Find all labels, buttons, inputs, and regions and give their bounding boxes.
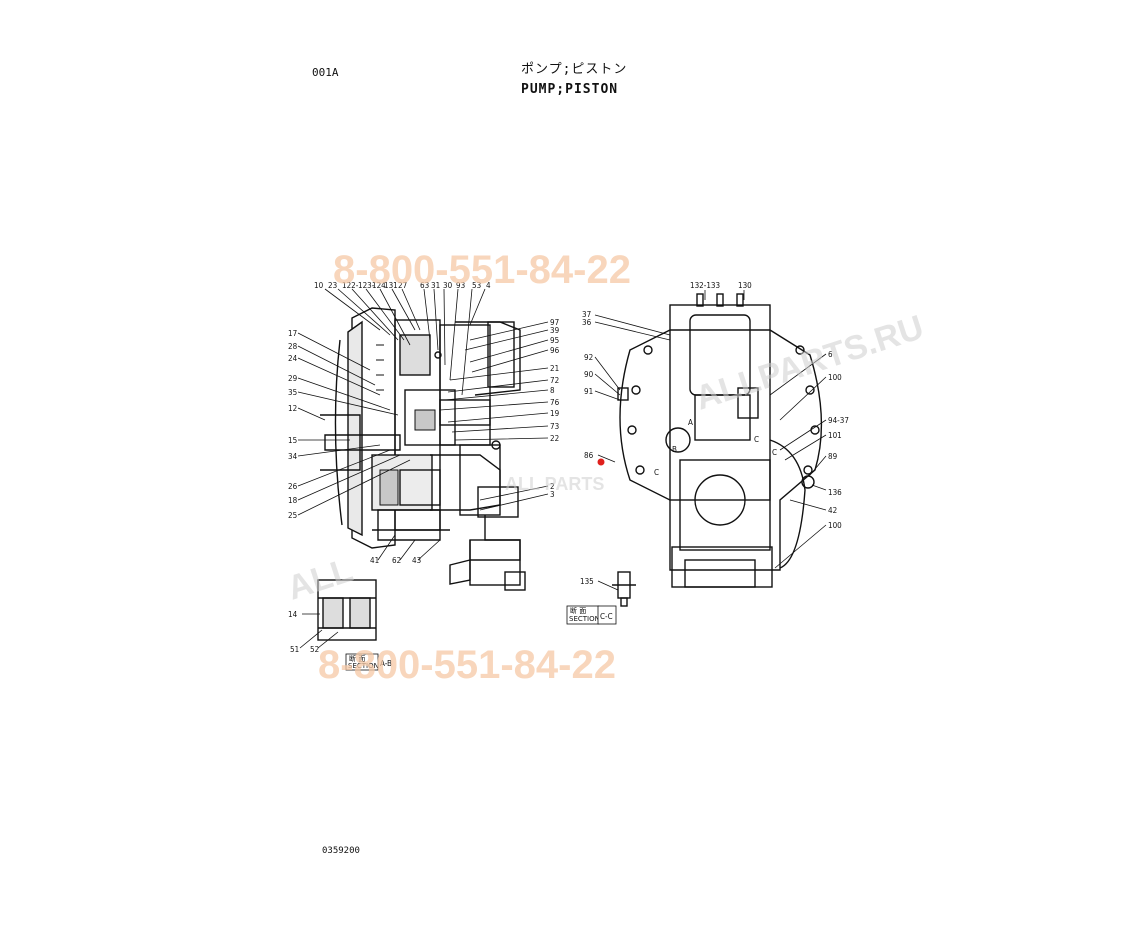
callout: 94-37 xyxy=(828,416,849,425)
title-japanese: ポンプ;ピストン xyxy=(521,62,628,77)
pump-side-section xyxy=(320,307,526,591)
section-letters: A B C C C xyxy=(654,418,777,477)
callout: 135 xyxy=(580,577,594,586)
svg-text:断 面: 断 面 xyxy=(570,606,586,615)
callout: 39 xyxy=(550,326,560,335)
callout: 31 xyxy=(431,281,440,290)
callout: 93 xyxy=(456,281,465,290)
section-ab-label: 断 面 SECTION A-B xyxy=(345,653,392,671)
callout: 53 xyxy=(472,281,481,290)
callout: 10 xyxy=(314,281,324,290)
callout: 4 xyxy=(486,281,491,290)
callout: 76 xyxy=(550,398,560,407)
callout: 24 xyxy=(288,354,298,363)
callout: 89 xyxy=(828,452,838,461)
watermark-site-left: ALL xyxy=(283,551,358,608)
section-letter: C xyxy=(772,448,777,457)
callout: 90 xyxy=(584,370,594,379)
callout: 43 xyxy=(412,556,421,565)
watermark-site: ALLPARTS.RU xyxy=(691,308,928,417)
callout: 132-133 xyxy=(690,281,720,290)
callout: 91 xyxy=(584,387,593,396)
callout: 14 xyxy=(288,610,298,619)
svg-text:A-B: A-B xyxy=(380,659,392,668)
callout: 29 xyxy=(288,374,298,383)
callout: 30 xyxy=(443,281,453,290)
callout: 73 xyxy=(550,422,559,431)
callout-labels: 10 23 122- 123- 124 131 27 63 31 30 93 5… xyxy=(288,281,849,654)
callout: 86 xyxy=(584,451,594,460)
callout: 21 xyxy=(550,364,559,373)
callout: 34 xyxy=(288,452,298,461)
callout: 35 xyxy=(288,388,297,397)
callout: 136 xyxy=(828,488,842,497)
callout: 17 xyxy=(288,329,297,338)
callout: 12 xyxy=(288,404,297,413)
title-english: PUMP;PISTON xyxy=(521,82,619,97)
callout: 62 xyxy=(392,556,401,565)
callout: 100 xyxy=(828,521,842,530)
callout: 123- xyxy=(358,281,375,290)
svg-text:SECTION: SECTION xyxy=(348,662,379,670)
callout: 63 xyxy=(420,281,429,290)
section-cc-label: 断 面 SECTION C-C xyxy=(566,605,617,625)
callout: 19 xyxy=(550,409,560,418)
red-marker xyxy=(597,458,605,466)
section-letter: A xyxy=(688,418,693,427)
callout: 27 xyxy=(398,281,407,290)
section-cc-detail xyxy=(612,571,636,607)
svg-text:C-C: C-C xyxy=(600,612,613,621)
callout: 28 xyxy=(288,342,298,351)
callout: 18 xyxy=(288,496,298,505)
callout: 23 xyxy=(328,281,337,290)
callout: 95 xyxy=(550,336,559,345)
watermark-site-center: ALL PARTS xyxy=(505,474,604,494)
callout: 26 xyxy=(288,482,298,491)
svg-text:断 面: 断 面 xyxy=(349,654,365,663)
callout: 15 xyxy=(288,436,297,445)
callout: 97 xyxy=(550,318,559,327)
section-letter: C xyxy=(754,435,759,444)
callout: 3 xyxy=(550,490,555,499)
callout: 25 xyxy=(288,511,297,520)
callout: 72 xyxy=(550,376,559,385)
callout: 6 xyxy=(828,350,833,359)
watermark-phone-bottom: 8-800-551-84-22 xyxy=(318,643,616,687)
svg-text:SECTION: SECTION xyxy=(569,615,600,623)
callout: 51 xyxy=(290,645,299,654)
callout: 22 xyxy=(550,434,559,443)
callout: 130 xyxy=(738,281,752,290)
callout: 41 xyxy=(370,556,379,565)
callout: 92 xyxy=(584,353,593,362)
callout: 2 xyxy=(550,482,555,491)
section-letter: B xyxy=(672,445,677,454)
callout: 96 xyxy=(550,346,560,355)
callout: 42 xyxy=(828,506,837,515)
callout: 100 xyxy=(828,373,842,382)
callout: 124 xyxy=(372,281,386,290)
page-code: 001A xyxy=(312,66,339,79)
document-number: 0359200 xyxy=(322,846,360,856)
callout: 131 xyxy=(384,281,398,290)
callout: 101 xyxy=(828,431,842,440)
leader-lines xyxy=(297,288,827,649)
callout: 37 xyxy=(582,310,591,319)
callout: 8 xyxy=(550,386,555,395)
callout: 52 xyxy=(310,645,319,654)
callout: 36 xyxy=(582,318,592,327)
section-letter: C xyxy=(654,468,659,477)
watermark-phone-top: 8-800-551-84-22 xyxy=(333,248,631,292)
callout: 122- xyxy=(342,281,359,290)
pump-front-view xyxy=(617,293,823,588)
